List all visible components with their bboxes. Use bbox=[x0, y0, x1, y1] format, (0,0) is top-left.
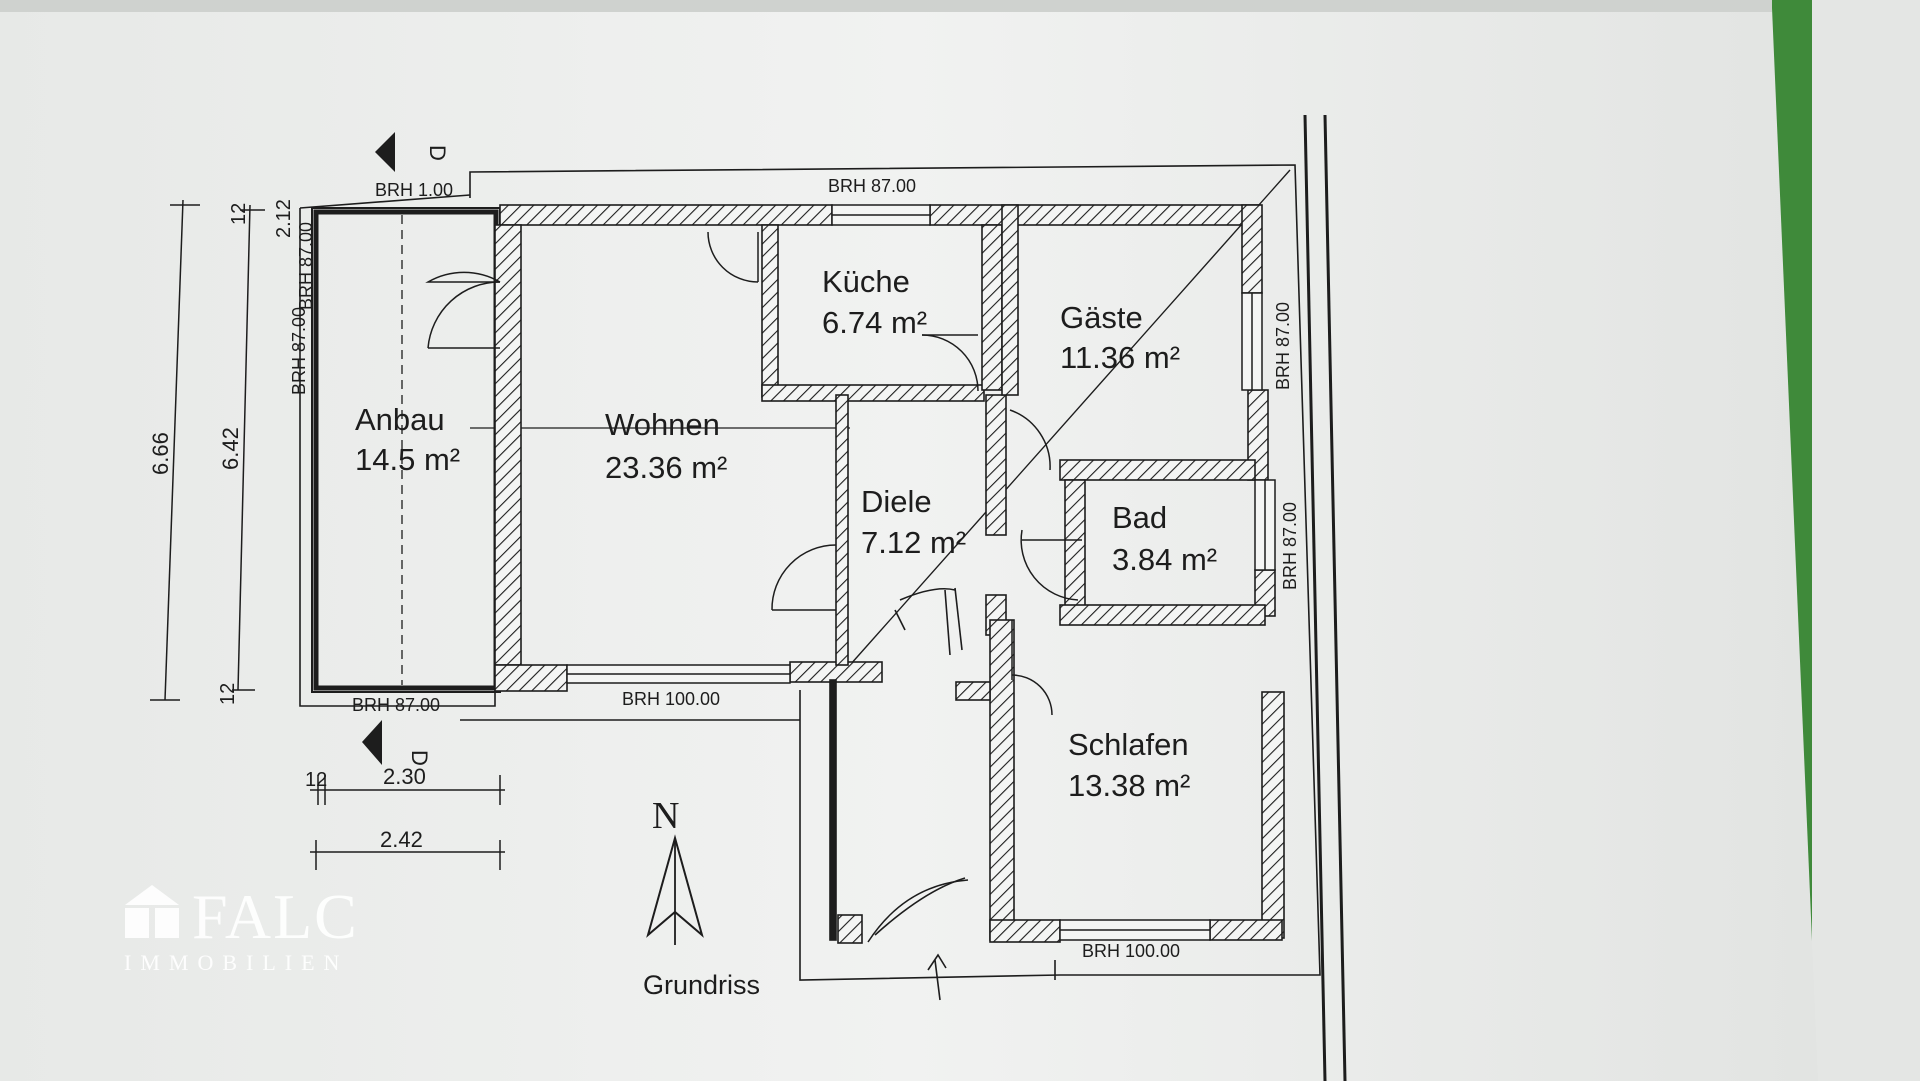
room-name: Schlafen bbox=[1068, 727, 1189, 762]
handwritten-marks bbox=[874, 587, 966, 1001]
section-marker-bottom: D bbox=[362, 720, 432, 766]
svg-text:IMMOBILIEN: IMMOBILIEN bbox=[124, 950, 348, 975]
svg-text:D: D bbox=[425, 145, 450, 161]
plan-caption: Grundriss bbox=[643, 970, 760, 1000]
room-area: 6.74 m² bbox=[822, 305, 927, 340]
dimension-lines bbox=[150, 199, 505, 870]
room-name: Wohnen bbox=[605, 407, 720, 442]
brh-right-bad: BRH 87.00 bbox=[1280, 502, 1300, 590]
room-name: Anbau bbox=[355, 402, 445, 437]
room-area: 14.5 m² bbox=[355, 442, 460, 477]
dim-inner-width: 2.30 bbox=[383, 764, 426, 789]
room-wohnen: Wohnen 23.36 m² bbox=[605, 407, 727, 485]
svg-text:FALC: FALC bbox=[192, 881, 359, 952]
north-label: N bbox=[652, 795, 679, 837]
room-area: 23.36 m² bbox=[605, 450, 727, 485]
room-area: 7.12 m² bbox=[861, 525, 966, 560]
brh-bottom-wohnen: BRH 100.00 bbox=[622, 689, 720, 709]
brh-top-main: BRH 87.00 bbox=[828, 176, 916, 196]
svg-text:D: D bbox=[407, 750, 432, 766]
brh-left-anbau-2: BRH 87.00 bbox=[296, 222, 316, 310]
room-area: 3.84 m² bbox=[1112, 542, 1217, 577]
building-walls bbox=[494, 204, 1285, 944]
section-marker-top: D bbox=[375, 132, 450, 172]
room-area: 13.38 m² bbox=[1068, 768, 1190, 803]
room-diele: Diele 7.12 m² bbox=[861, 484, 966, 560]
dim-width-wall: 12 bbox=[305, 769, 327, 791]
brh-bottom-schlafen: BRH 100.00 bbox=[1082, 941, 1180, 961]
room-name: Küche bbox=[822, 264, 910, 299]
room-gaeste: Gäste 11.36 m² bbox=[1060, 300, 1180, 375]
logo-house-icon bbox=[125, 885, 179, 938]
brh-right-gaeste: BRH 87.00 bbox=[1273, 302, 1293, 390]
room-schlafen: Schlafen 13.38 m² bbox=[1068, 727, 1190, 803]
paper-sheet bbox=[0, 8, 1818, 1081]
brh-top-anbau: BRH 1.00 bbox=[375, 180, 453, 200]
room-kueche: Küche 6.74 m² bbox=[822, 264, 927, 340]
dim-outer-width: 2.42 bbox=[380, 827, 423, 852]
windows bbox=[566, 204, 1276, 941]
dim-top-extra: 2.12 bbox=[273, 199, 295, 238]
dim-bottom-wall: 12 bbox=[217, 683, 239, 705]
room-name: Bad bbox=[1112, 500, 1167, 535]
brh-left-anbau-1: BRH 87.00 bbox=[289, 307, 309, 395]
dim-top-wall: 12 bbox=[228, 203, 250, 225]
north-arrow: N bbox=[646, 795, 704, 945]
room-anbau: Anbau 14.5 m² bbox=[355, 402, 460, 477]
room-area: 11.36 m² bbox=[1060, 340, 1180, 375]
room-name: Diele bbox=[861, 484, 932, 519]
dim-inner-height: 6.42 bbox=[218, 427, 243, 470]
room-name: Gäste bbox=[1060, 300, 1143, 335]
brh-bottom-anbau: BRH 87.00 bbox=[352, 695, 440, 715]
site-outline bbox=[299, 164, 1321, 981]
room-bad: Bad 3.84 m² bbox=[1112, 500, 1217, 577]
falc-logo: FALC IMMOBILIEN bbox=[124, 881, 359, 975]
dim-outer-height: 6.66 bbox=[148, 432, 173, 475]
